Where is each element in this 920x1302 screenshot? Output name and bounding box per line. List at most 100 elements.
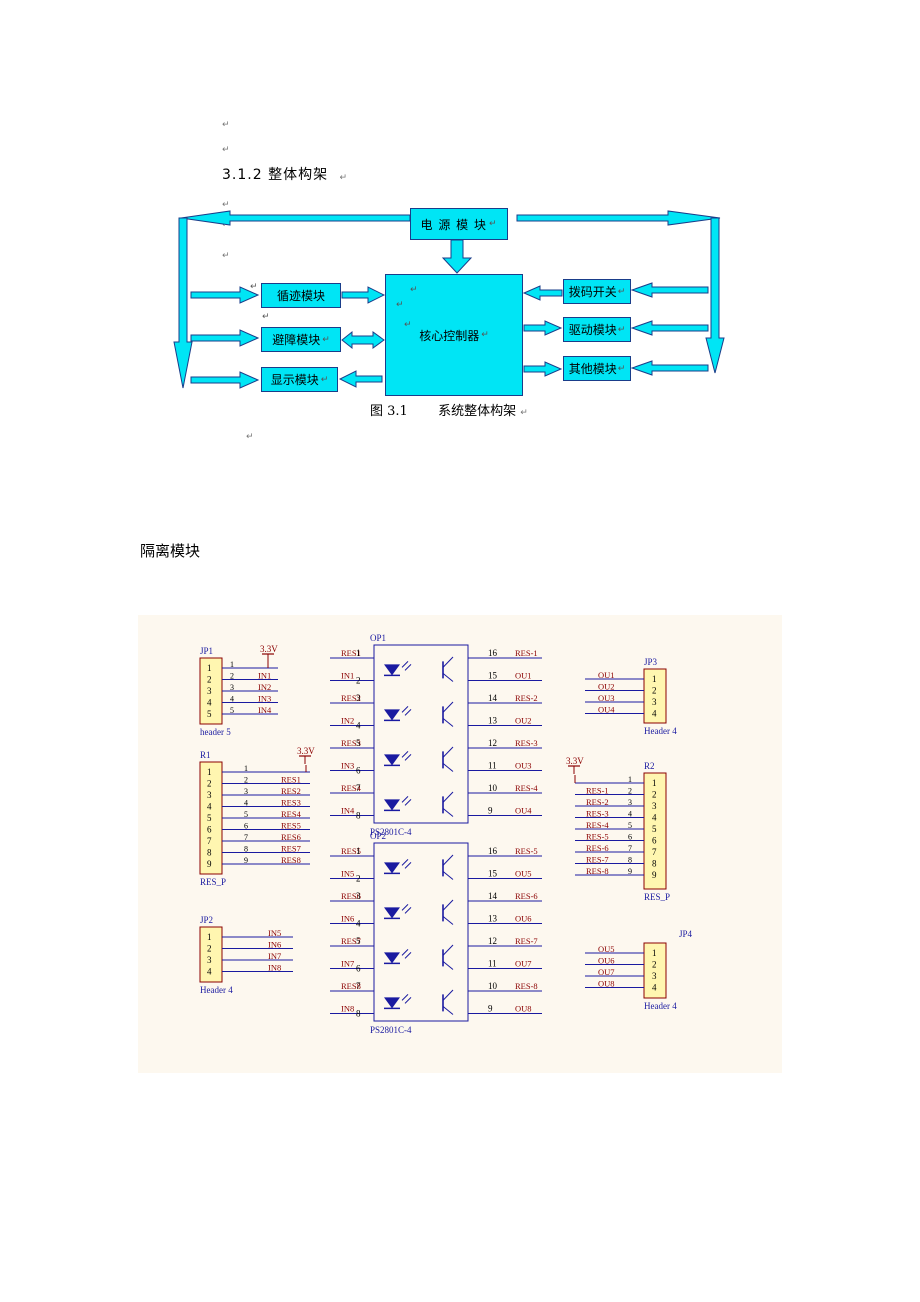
caption-figure-number: 图 3.1 (370, 404, 408, 419)
led-emission (404, 952, 412, 959)
net-label: IN2 (341, 716, 354, 726)
pin-number: 13 (488, 914, 498, 924)
paragraph-mark: ↵ (617, 324, 626, 335)
phototransistor-emitter (442, 762, 454, 772)
pin-number: 4 (207, 698, 212, 708)
pin-number: 1 (207, 767, 212, 777)
pin-number: 6 (356, 766, 361, 776)
pin-number: 6 (356, 964, 361, 974)
arrow-dip-controller (522, 285, 563, 301)
avoid-module-label: 避障模块 (272, 333, 321, 347)
net-label: OU2 (515, 716, 532, 726)
pin-number: 10 (488, 783, 498, 793)
pin-index: 7 (244, 833, 248, 842)
connector-ref: JP3 (644, 657, 658, 667)
arrow-feed-dip (630, 282, 709, 298)
led-emission (404, 709, 412, 716)
net-label: RES-2 (515, 693, 538, 703)
net-label: OU7 (515, 959, 532, 969)
pin-number: 6 (652, 836, 657, 846)
arrow-controller-display (338, 370, 383, 388)
power-module-label: 电 源 模 块 (420, 217, 487, 232)
led-diode (384, 907, 400, 919)
pin-number: 9 (488, 1004, 493, 1014)
connector-name: RES_P (200, 877, 226, 887)
net-label: IN5 (268, 928, 281, 938)
core-controller-label: 核心控制器 (419, 328, 480, 343)
pin-number: 3 (207, 790, 212, 800)
phototransistor-emitter (442, 915, 454, 925)
pin-number: 5 (207, 813, 212, 823)
net-label: IN1 (258, 671, 271, 681)
optocoupler-name: PS2801C-4 (370, 1025, 412, 1035)
paragraph-mark: ↵ (339, 173, 349, 183)
optocoupler-body (373, 842, 469, 1022)
net-label: IN6 (341, 914, 354, 924)
pin-number: 2 (652, 790, 657, 800)
led-emission (401, 751, 409, 758)
net-label: RES5 (281, 821, 301, 831)
phototransistor-collector (442, 701, 454, 713)
net-label: RES4 (341, 783, 362, 793)
pin-number: 2 (207, 675, 212, 685)
optocoupler-ref: OP2 (370, 831, 386, 841)
led-emission (401, 859, 409, 866)
net-label: RES-5 (586, 832, 609, 842)
phototransistor-collector (442, 899, 454, 911)
net-label: RES8 (341, 981, 361, 991)
pin-number: 1 (207, 932, 212, 942)
net-label: RES8 (281, 855, 301, 865)
led-diode (384, 862, 400, 874)
net-label: RES-7 (586, 855, 609, 865)
net-label: RES-4 (515, 783, 538, 793)
pin-number: 13 (488, 716, 498, 726)
net-label: RES2 (341, 693, 361, 703)
dip-switch-label: 拨码开关 (568, 285, 617, 299)
pin-number: 2 (356, 676, 361, 686)
net-label: OU2 (598, 682, 615, 692)
net-label: IN4 (258, 705, 272, 715)
pin-number: 8 (207, 848, 212, 858)
net-label: OU1 (515, 671, 532, 681)
other-module-box: 其他模块 ↵ (563, 356, 631, 381)
arrow-left-down (173, 217, 193, 389)
connector-ref: JP1 (200, 646, 213, 656)
led-diode (384, 709, 400, 721)
arrow-power-right (516, 210, 721, 226)
net-label: OU1 (598, 670, 615, 680)
vcc-label: 3.3V (260, 644, 278, 654)
net-label: IN7 (268, 951, 281, 961)
paragraph-mark: ↵ (222, 120, 230, 130)
pin-index: 9 (244, 856, 248, 865)
pin-number: 10 (488, 981, 498, 991)
phototransistor-emitter (442, 672, 454, 682)
pin-index: 3 (244, 787, 248, 796)
section-heading: 3.1.2 整体构架 ↵ (222, 164, 348, 184)
pin-index: 8 (244, 845, 248, 854)
pin-number: 2 (207, 779, 212, 789)
pin-index: 3 (628, 798, 632, 807)
paragraph-mark: ↵ (322, 334, 330, 345)
arrow-feed-drive (630, 320, 709, 336)
led-diode (384, 754, 400, 766)
pin-number: 2 (652, 686, 657, 696)
caption-text: 系统整体构架 (438, 404, 517, 419)
pin-number: 1 (356, 846, 361, 856)
phototransistor-emitter (442, 1005, 454, 1015)
pin-number: 8 (356, 811, 361, 821)
net-label: OU6 (515, 914, 532, 924)
phototransistor-emitter (442, 807, 454, 817)
pin-number: 5 (207, 709, 212, 719)
net-label: OU8 (598, 979, 615, 989)
led-diode (384, 997, 400, 1009)
phototransistor-collector (442, 854, 454, 866)
net-label: OU3 (598, 693, 615, 703)
net-label: RES6 (341, 891, 361, 901)
phototransistor-emitter (442, 870, 454, 880)
connector-ref: JP4 (679, 929, 693, 939)
pin-number: 14 (488, 693, 498, 703)
pin-number: 1 (207, 663, 212, 673)
connector-body (199, 926, 223, 983)
